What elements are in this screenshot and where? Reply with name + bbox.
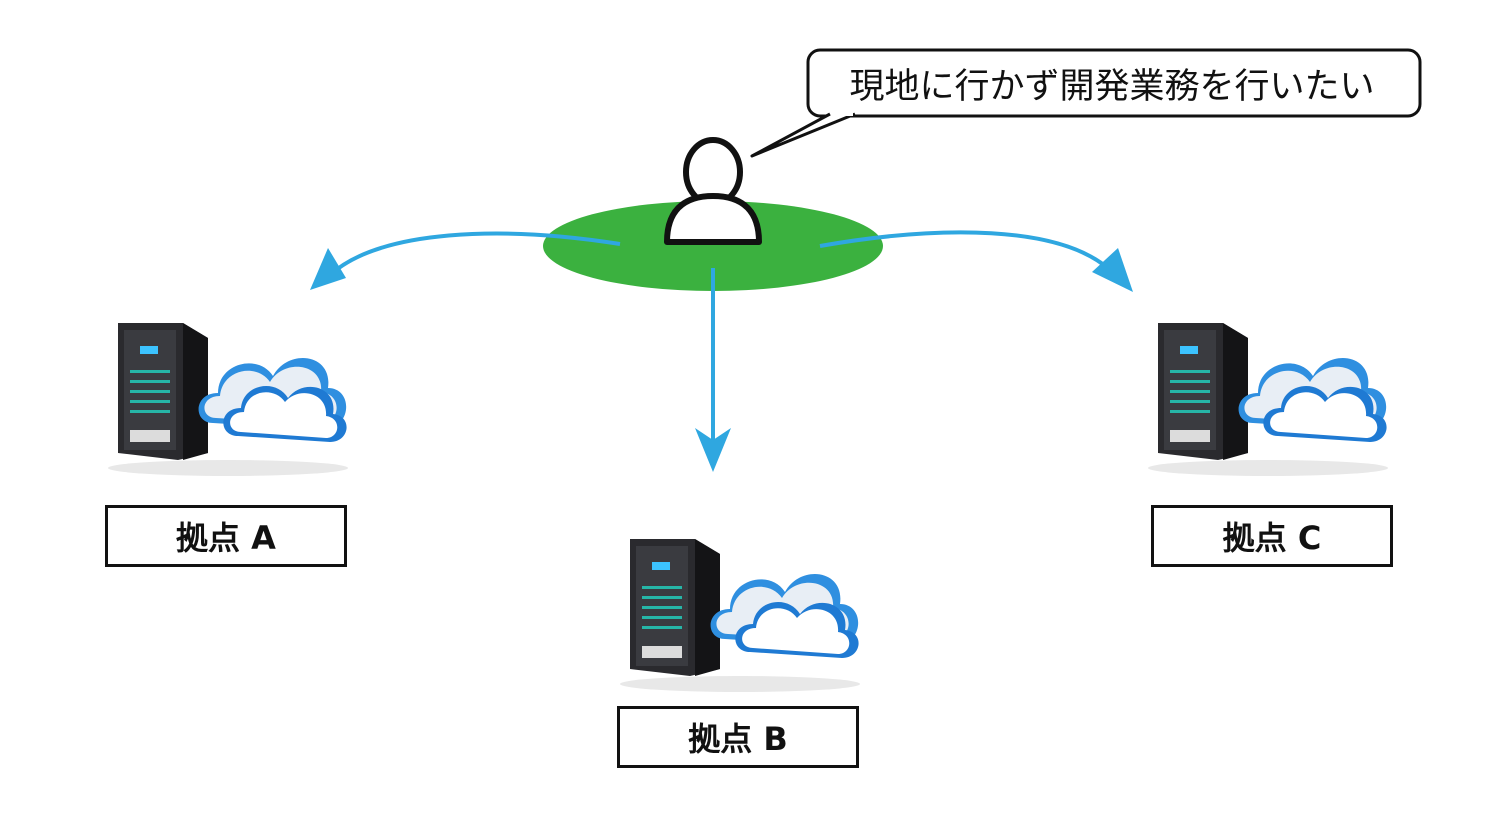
server-cloud-icon (108, 323, 348, 476)
arrow-to-site-a (328, 231, 621, 277)
arrowhead-c (1092, 248, 1133, 292)
server-cloud-icon (1148, 323, 1388, 476)
speech-bubble-text: 現地に行かず開発業務を行いたい (849, 66, 1375, 107)
arrowhead-a (310, 248, 346, 290)
user-icon (664, 137, 762, 245)
site-label-c: 拠点 C (1151, 505, 1393, 567)
site-label-b: 拠点 B (617, 706, 859, 768)
arrow-to-site-c (819, 230, 1112, 272)
speech-bubble (750, 48, 1422, 158)
site-label-a: 拠点 A (105, 505, 347, 567)
arrowhead-b (695, 428, 731, 472)
server-cloud-icon (620, 539, 860, 692)
platform-ellipse (543, 201, 883, 291)
